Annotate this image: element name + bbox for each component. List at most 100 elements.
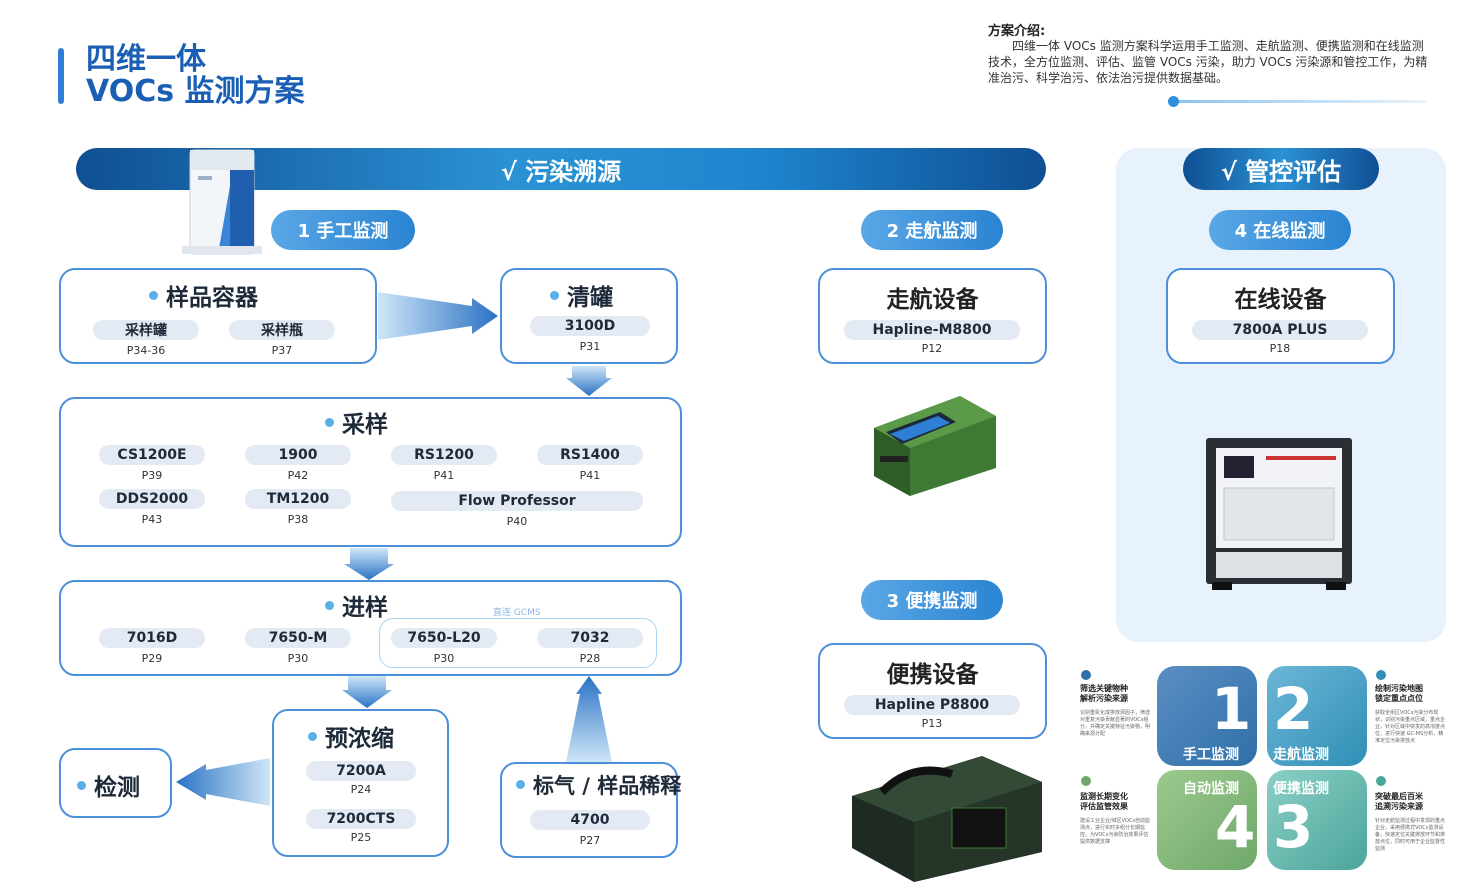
chip-hapline-p8800: Hapline P8800 [844,695,1020,715]
page-ref: P41 [579,469,601,482]
chip-rs1400: RS1400 [537,445,643,465]
note-text: 获取全街区VOCs污染分布现状，识别污染重点区域，重点企业，针对区域中突发的高浓… [1375,710,1446,744]
dilution-title: 标气 / 样品稀释 [516,770,681,800]
tile-manual-monitoring: 1 手工监测 [1157,666,1257,766]
portable-device-box: 便携设备 Hapline P8800 P13 [818,643,1047,739]
sampling-title: 采样 [325,405,388,439]
mobile-device-box: 走航设备 Hapline-M8800 P12 [818,268,1047,364]
cleaning-title: 清罐 [550,278,613,312]
intro-divider [1174,100,1426,103]
tile-label: 自动监测 [1183,781,1239,797]
preconcentration-box: 预浓缩 7200A P24 7200CTS P25 [272,709,449,857]
intro-text: 四维一体 VOCs 监测方案科学运用手工监测、走航监测、便携监测和在线监测技术，… [988,39,1428,85]
page-title-line2: VOCs 监测方案 [86,74,305,109]
page-ref: P27 [579,834,601,847]
tile-label: 便携监测 [1273,781,1329,797]
page-ref: P43 [141,513,163,526]
note-text: 识别重氮化成排放源因子，筛选对重复污染贡献显著的VOCs组分，并确定关键特征污染… [1080,710,1151,737]
bullet-icon [308,732,317,741]
portable-analyzer-illustration [852,756,1042,882]
tile-number: 2 [1273,675,1314,743]
injection-box: 进样 7016D P29 7650-M P30 直连 GCMS 7650-L20… [59,580,682,676]
chip-7800a-plus: 7800A PLUS [1192,320,1368,340]
chip-rs1200: RS1200 [391,445,497,465]
gcms-group-outline [379,618,657,668]
note-dot [1081,776,1091,786]
chip-sampling-bottle: 采样瓶 [229,320,335,340]
note-text: 建设工业企业/城区VOCs自动监测点，进行实时多组分长期监控，为VOCs污染防治… [1080,818,1151,845]
instrument-illustration [182,149,262,255]
note-heading: 监测长期变化 评估监管效果 [1080,792,1128,811]
section-mobile-monitoring: 2 走航监测 [861,210,1003,250]
chip-4700: 4700 [530,810,650,830]
tile-label: 手工监测 [1183,747,1239,763]
online-analyzer-illustration [1206,438,1352,590]
page-ref: P24 [350,783,372,796]
online-device-box: 在线设备 7800A PLUS P18 [1166,268,1395,364]
page-ref: P38 [287,513,309,526]
page-ref: P40 [506,515,528,528]
bullet-icon [516,779,525,789]
chip-7200cts: 7200CTS [306,809,416,829]
note-heading: 绘制污染地图 锁定重点点位 [1375,684,1423,703]
chip-hapline-m8800: Hapline-M8800 [844,320,1020,340]
sample-container-title: 样品容器 [149,278,258,312]
chip-7650m: 7650-M [245,628,351,648]
page-ref: P29 [141,652,163,665]
preconcentration-title: 预浓缩 [308,719,394,753]
page-ref: P12 [921,342,943,355]
arrow-preconcentration-to-detection [176,758,270,806]
chip-sampling-canister: 采样罐 [93,320,199,340]
arrow-sampling-to-injection [344,548,394,580]
page-ref: P28 [579,652,601,665]
note-heading: 筛选关键物种 解析污染来源 [1080,684,1128,703]
page-ref: P18 [1269,342,1291,355]
bullet-icon [149,291,158,300]
page-title: 四维一体 VOCs 监测方案 [86,44,305,108]
sample-container-box: 样品容器 采样罐 P34-36 采样瓶 P37 [59,268,377,364]
chip-7200a: 7200A [306,761,416,781]
chip-7016d: 7016D [99,628,205,648]
arrow-dilution-to-injection [566,676,612,762]
online-device-title: 在线设备 [1234,287,1327,313]
cleaning-box: 清罐 3100D P31 [500,268,678,364]
tile-portable-monitoring: 便携监测 3 [1267,770,1367,870]
page-ref: P25 [350,831,372,844]
chip-cs1200e: CS1200E [99,445,205,465]
tile-number: 1 [1211,675,1252,743]
note-heading: 突破最后百米 追溯污染来源 [1375,792,1423,811]
injection-title: 进样 [325,588,388,622]
page-ref: P30 [433,652,455,665]
detection-box: 检测 [59,748,172,818]
banner-control-evaluation: √ 管控评估 [1183,148,1379,190]
chip-7650l20: 7650-L20 [391,628,497,648]
page-ref: P31 [579,340,601,353]
chip-3100d: 3100D [530,316,650,336]
portable-device-title: 便携设备 [886,662,979,688]
tile-mobile-monitoring: 2 走航监测 [1267,666,1367,766]
page-ref: P39 [141,469,163,482]
page-ref: P42 [287,469,309,482]
mobile-device-title: 走航设备 [886,287,979,313]
dilution-box: 标气 / 样品稀释 4700 P27 [500,762,681,858]
intro-label: 方案介绍: [988,24,1046,39]
bullet-icon [77,781,86,790]
tile-number: 3 [1273,793,1314,861]
page-title-line1: 四维一体 [86,42,206,77]
arrow-cleaning-to-sampling [566,366,612,396]
title-accent-bar [58,48,64,104]
tile-number: 4 [1215,793,1256,861]
page-ref: P34-36 [126,344,166,357]
bullet-icon [325,418,334,427]
note-text: 针对走航监测过程中发现的重点企业，采用便携式VOCs监测设备，快速定位关键排放环… [1375,818,1446,852]
bullet-icon [550,291,559,300]
note-dot [1376,776,1386,786]
intro-dot [1168,96,1179,107]
chip-7032: 7032 [537,628,643,648]
gcms-label: 直连 GCMS [493,608,541,618]
sampling-box: 采样 CS1200E P39 1900 P42 RS1200 P41 RS140… [59,397,682,547]
page-ref: P30 [287,652,309,665]
bullet-icon [325,601,334,610]
chip-flow-professor: Flow Professor [391,491,643,511]
note-dot [1081,670,1091,680]
